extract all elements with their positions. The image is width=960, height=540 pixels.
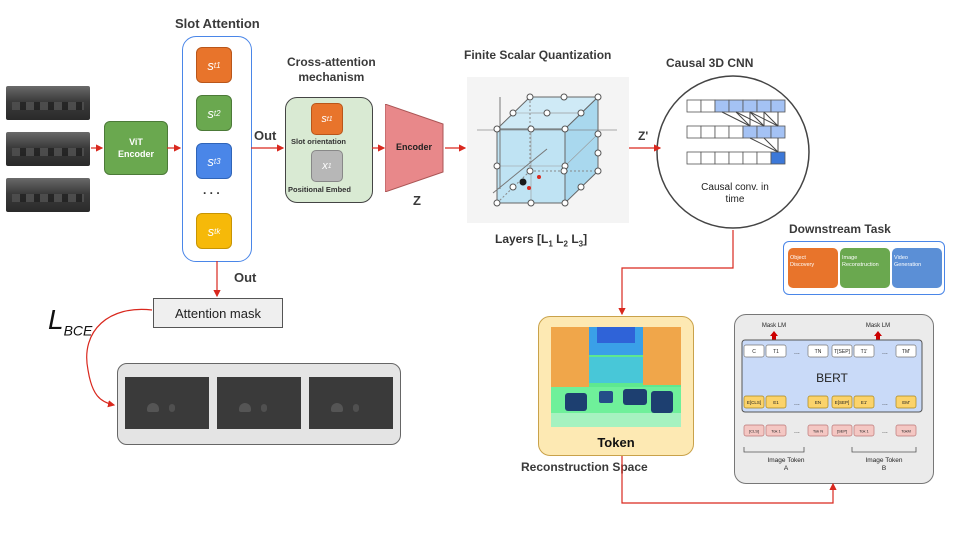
z-prime-label: Z' <box>638 129 649 143</box>
causal-cnn-diagram <box>656 75 810 229</box>
out-label-bottom: Out <box>234 270 257 285</box>
bert-top-token-box <box>853 344 875 358</box>
bert-input-token-box <box>807 424 829 437</box>
bert-input-token-box <box>895 424 917 437</box>
image-token-b-line2: B <box>882 465 886 472</box>
slot-attention-title: Slot Attention <box>175 16 260 31</box>
z-label: Z <box>413 193 421 208</box>
ds-image-reconstruction: Image Reconstruction <box>840 248 890 288</box>
ds-object-discovery: Object Discovery <box>788 248 838 288</box>
bert-input-token-ellipsis: ... <box>882 428 888 435</box>
bert-input-token-box <box>853 424 875 437</box>
bert-embedding-label: EM' <box>902 400 910 405</box>
lbce-label: LBCE <box>48 304 93 339</box>
causal-cnn-title: Causal 3D CNN <box>666 56 754 70</box>
image-token-a-line1: Image Token <box>767 457 804 464</box>
attention-mask-2 <box>217 377 301 429</box>
input-frame-2 <box>6 132 90 166</box>
bert-input-token-box <box>831 424 853 437</box>
bert-top-token-label: T1 <box>773 349 779 355</box>
bert-embedding-box <box>853 395 875 409</box>
bert-input-token-label: Tok N <box>813 429 823 434</box>
fsq-cube <box>477 93 617 207</box>
bert-input-token-ellipsis: ... <box>794 428 800 435</box>
token-segmentation-image <box>551 327 681 427</box>
bert-top-token-box <box>895 344 917 358</box>
attention-mask-1 <box>125 377 209 429</box>
bert-top-token-box <box>743 344 765 358</box>
ds-video-generation: Video Generation <box>892 248 942 288</box>
bert-title: BERT <box>816 371 848 385</box>
bert-input-token-label: [SEP] <box>837 429 847 434</box>
bert-input-token-box <box>765 424 787 437</box>
vit-encoder-label: ViT Encoder <box>117 137 154 159</box>
input-frame-3 <box>6 178 90 212</box>
causal-conv-label: Causal conv. in time <box>701 182 769 205</box>
image-token-b-line1: Image Token <box>865 457 902 464</box>
attention-mask-panel <box>117 363 401 445</box>
bert-embedding-ellipsis: ... <box>794 400 800 407</box>
mask-lm-right: Mask LM <box>866 323 890 329</box>
bert-top-token-ellipsis: ... <box>794 349 800 356</box>
bert-top-token-ellipsis: ... <box>882 349 888 356</box>
attention-mask-3 <box>309 377 393 429</box>
bert-input-token-label: Tok 1 <box>859 429 869 434</box>
out-label-right: Out <box>254 128 277 143</box>
mask-lm-left: Mask LM <box>762 323 786 329</box>
bert-top-token-label: TN <box>815 349 822 355</box>
bert-top-token-label: T[SEP] <box>834 349 850 355</box>
bert-embedding-box <box>831 395 853 409</box>
bert-input-token-label: TokM <box>901 429 911 434</box>
bert-embedding-box <box>895 395 917 409</box>
input-frame-1 <box>6 86 90 120</box>
slot-orientation-label: Slot orientation <box>291 137 346 146</box>
bert-top-token-box <box>807 344 829 358</box>
bert-top-token-box <box>765 344 787 358</box>
bert-top-token-label: T1' <box>861 349 868 355</box>
image-token-a-line2: A <box>784 465 789 472</box>
bert-embedding-box <box>765 395 787 409</box>
encoder-shape <box>385 104 444 192</box>
encoder-label: Encoder <box>396 142 433 152</box>
bert-embedding-label: EN <box>815 400 821 405</box>
bert-input-token-label: Tok 1 <box>771 429 781 434</box>
fsq-title: Finite Scalar Quantization <box>464 48 612 62</box>
vit-encoder-box: ViT Encoder <box>104 121 168 175</box>
slot-ellipsis: . . . <box>203 183 220 197</box>
bert-top-token-box <box>831 344 853 358</box>
fsq-layers-label: Layers [L1 L2 L3] <box>495 232 588 249</box>
bert-input-token-box <box>743 424 765 437</box>
bert-input-token-label: [CLS] <box>749 429 759 434</box>
bert-embedding-label: E1' <box>861 400 868 405</box>
cross-attention-title: Cross-attention mechanism <box>287 55 376 84</box>
bert-embedding-box <box>743 395 765 409</box>
downstream-panel: Object Discovery Image Reconstruction Vi… <box>783 241 945 295</box>
bert-embedding-box <box>807 395 829 409</box>
bert-top-token-label: C <box>752 349 756 355</box>
bert-top-token-label: TM' <box>902 349 910 355</box>
bert-embedding-label: E[CLS] <box>747 400 761 405</box>
positional-embed-label: Positional Embed <box>288 185 351 194</box>
token-label: Token <box>597 435 635 450</box>
bert-diagram: Mask LM Mask LM BERT C T1... TN T[SEP] T1'..… <box>741 323 923 472</box>
downstream-title: Downstream Task <box>789 222 891 236</box>
bert-embedding-label: E1 <box>773 400 779 405</box>
bert-embedding-ellipsis: ... <box>882 400 888 407</box>
bert-embedding-label: E[SEP] <box>835 400 850 405</box>
token-panel: Token <box>538 316 694 456</box>
attention-mask-box: Attention mask <box>153 298 283 328</box>
reconstruction-space-label: Reconstruction Space <box>521 460 648 474</box>
